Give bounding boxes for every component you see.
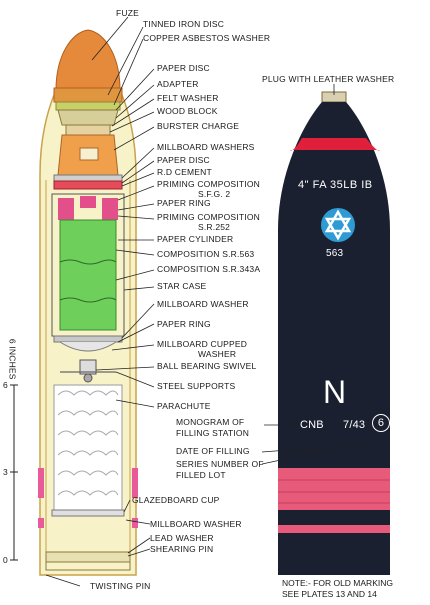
cupped-washer-shape: [59, 341, 117, 352]
adapter-shape: [57, 109, 119, 126]
label-priming-composition-1-spec: S.F.G. 2: [198, 189, 231, 199]
composition-divider: [59, 259, 117, 265]
fuze-ring: [55, 101, 121, 111]
shell-filling-letter: N: [323, 374, 347, 410]
label-parachute: PARACHUTE: [157, 401, 211, 411]
upper-red-band: [290, 138, 380, 151]
label-ball-bearing-swivel: BALL BEARING SWIVEL: [157, 361, 257, 371]
shell-station: CNB: [300, 419, 324, 431]
label-monogram-1: MONOGRAM OF: [176, 417, 245, 427]
driving-band-ridges: [278, 479, 390, 504]
label-paper-cylinder: PAPER CYLINDER: [157, 234, 234, 244]
label-priming-composition-2: PRIMING COMPOSITION: [157, 212, 260, 222]
label-millboard-cupped: MILLBOARD CUPPED: [157, 339, 248, 349]
millboard-washers-shape: [53, 174, 123, 182]
label-wood-block: WOOD BLOCK: [157, 106, 218, 116]
label-copper-asbestos-washer: COPPER ASBESTOS WASHER: [143, 33, 271, 43]
label-composition-343a: COMPOSITION S.R.343A: [157, 264, 261, 274]
scale-label-6: 6: [3, 380, 8, 390]
label-millboard-washer-2: MILLBOARD WASHER: [150, 519, 242, 529]
label-millboard-washers: MILLBOARD WASHERS: [157, 142, 255, 152]
note-line-1: NOTE:- FOR OLD MARKING: [282, 578, 393, 588]
base-lower-shape: [45, 561, 131, 571]
band-right-upper: [132, 468, 138, 498]
fuze-base: [53, 87, 123, 103]
label-adapter: ADAPTER: [157, 79, 199, 89]
leader-lines-right: [261, 84, 375, 465]
star-of-david-icon: [324, 209, 352, 241]
label-twisting-pin: TWISTING PIN: [90, 581, 151, 591]
fuze-shape: [55, 29, 121, 91]
label-priming-composition-1: PRIMING COMPOSITION: [157, 179, 260, 189]
composition-divider-2: [59, 297, 117, 303]
priming-right-shape: [102, 198, 118, 220]
label-star-case: STAR CASE: [157, 281, 207, 291]
base-plug-shape: [45, 551, 131, 563]
glazedboard-cup-shape: [51, 509, 125, 517]
swivel-ball: [83, 373, 93, 383]
label-tinned-iron-disc: TINNED IRON DISC: [143, 19, 225, 29]
label-priming-composition-2-spec: S.R.252: [198, 222, 231, 232]
label-paper-ring-2: PAPER RING: [157, 319, 211, 329]
leader-lines: [45, 16, 155, 587]
parachute-shape: [53, 384, 123, 511]
label-paper-disc-mid: PAPER DISC: [157, 155, 210, 165]
label-series-number-1: SERIES NUMBER OF: [176, 459, 264, 469]
label-series-number-2: FILLED LOT: [176, 470, 226, 480]
label-felt-washer: FELT WASHER: [157, 93, 219, 103]
rd-cement-shape: [53, 180, 123, 190]
shell-lot-number: 6: [372, 414, 390, 432]
label-plug-with-leather-washer: PLUG WITH LEATHER WASHER: [262, 74, 395, 84]
millboard-washer-shape: [53, 335, 123, 343]
label-millboard-cupped-2: WASHER: [198, 349, 237, 359]
label-date-of-filling: DATE OF FILLING: [176, 446, 250, 456]
driving-band-pink: [278, 468, 390, 510]
lower-pink-band: [278, 525, 390, 533]
shell-designation: 4" FA 35LB IB: [298, 179, 373, 191]
band-left-lower: [38, 518, 44, 528]
label-shearing-pin: SHEARING PIN: [150, 544, 214, 554]
priming-left-shape: [58, 198, 74, 220]
shell-exterior-body: [278, 102, 390, 575]
star-disc: [321, 208, 355, 242]
shell-date: 7/43: [343, 419, 366, 431]
shell-lot-code: 563: [326, 248, 344, 259]
label-lead-washer: LEAD WASHER: [150, 533, 214, 543]
scale-label-3: 3: [3, 467, 8, 477]
label-steel-supports: STEEL SUPPORTS: [157, 381, 236, 391]
label-paper-disc-top: PAPER DISC: [157, 63, 210, 73]
composition-green-shape: [59, 219, 117, 331]
label-fuze: FUZE: [116, 8, 139, 18]
label-paper-ring-1: PAPER RING: [157, 198, 211, 208]
scale-title: 6 INCHES: [7, 338, 18, 380]
burster-core: [79, 147, 99, 161]
label-rd-cement: R.D CEMENT: [157, 167, 212, 177]
label-millboard-washer-1: MILLBOARD WASHER: [157, 299, 249, 309]
label-composition-563: COMPOSITION S.R.563: [157, 249, 255, 259]
label-glazedboard-cup: GLAZEDBOARD CUP: [132, 495, 220, 505]
band-right-lower: [132, 518, 138, 528]
label-burster-charge: BURSTER CHARGE: [157, 121, 240, 131]
label-monogram-2: FILLING STATION: [176, 428, 250, 438]
band-left-upper: [38, 468, 44, 498]
scale-label-0: 0: [3, 555, 8, 565]
note-line-2: SEE PLATES 13 AND 14: [282, 589, 377, 599]
wood-block-shape: [65, 124, 111, 136]
priming-center-shape: [80, 196, 96, 208]
